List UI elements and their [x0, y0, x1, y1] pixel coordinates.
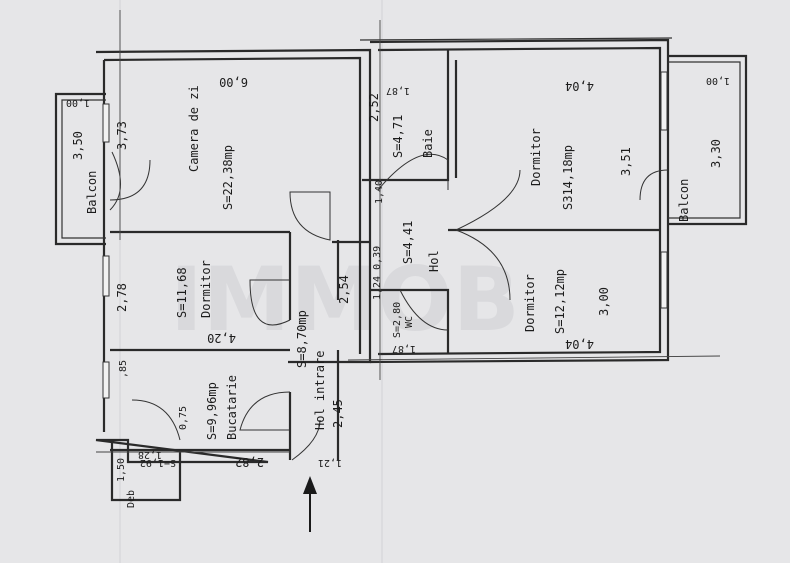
- dim-label: 1,24 0,39: [372, 246, 383, 300]
- dim-label: 1,21: [318, 457, 342, 468]
- room-area-hol-intrare: S=8,70mp: [295, 310, 309, 368]
- room-area-camera: S=22,38mp: [221, 145, 235, 210]
- dim-label: 3,30: [709, 139, 723, 168]
- room-area-dormitor-top-right: S314,18mp: [561, 145, 575, 210]
- dim-label: 2,54: [337, 275, 351, 304]
- dim-label: 1,87: [392, 343, 416, 354]
- window: [660, 71, 668, 131]
- balcon-right: [668, 54, 748, 226]
- room-area-baie: S=4,71: [391, 115, 405, 158]
- dim-label: 1,50: [116, 458, 127, 482]
- room-name-wc: WC: [404, 316, 415, 328]
- room-area-hol: S=4,41: [401, 221, 415, 264]
- room-area-dormitor-bottom-right: S=12,12mp: [553, 269, 567, 334]
- door-swing: [239, 391, 291, 431]
- room-name-hol-intrare: Hol intrare: [313, 351, 327, 430]
- dim-label: 3,50: [71, 131, 85, 160]
- dim-label: 2,78: [115, 283, 129, 312]
- dim-label: 2,82: [235, 455, 264, 469]
- room-name-dormitor-top-right: Dormitor: [529, 128, 543, 186]
- dim-label: 1,00: [706, 75, 730, 86]
- dim-label: 3,51: [619, 147, 633, 176]
- room-name-baie: Baie: [421, 129, 435, 158]
- room-name-hol: Hol: [427, 250, 441, 272]
- dim-label: 4,04: [565, 79, 594, 93]
- window: [102, 255, 110, 297]
- door-swing: [249, 279, 291, 326]
- room-area-dormitor-left: S=11,68: [175, 267, 189, 318]
- balcon-left-label: Balcon: [85, 171, 99, 214]
- window: [102, 103, 110, 143]
- wall-hol: [332, 228, 660, 244]
- dim-label: 1,40: [374, 180, 385, 204]
- door-swing: [639, 169, 669, 201]
- dim-label: 4,20: [207, 331, 236, 345]
- window: [102, 361, 110, 399]
- dim-label: 6,00: [219, 75, 248, 89]
- outer-wall-left-block: [95, 48, 372, 464]
- debara: [110, 440, 182, 502]
- dim-label: 2,45: [331, 399, 345, 428]
- room-name-dormitor-bottom-right: Dormitor: [523, 274, 537, 332]
- dim-label: 2,52: [367, 93, 381, 122]
- dim-label: 1,87: [386, 85, 410, 96]
- room-name-camera: Camera de zi: [187, 85, 201, 172]
- door-swing: [377, 153, 449, 191]
- balcon-left: [54, 92, 106, 246]
- dim-label: ,85: [118, 360, 129, 378]
- door-swing: [455, 169, 521, 231]
- dim-label: 1,00: [66, 97, 90, 108]
- door-swing: [291, 419, 321, 461]
- room-area-wc: S=2,80: [392, 302, 403, 338]
- dim-label: S=1,92: [140, 457, 176, 468]
- watermark: IMMOB: [170, 248, 520, 351]
- room-name-bucatarie: Bucatarie: [225, 375, 239, 440]
- door-swing: [131, 399, 181, 441]
- entrance-arrow-icon: [303, 476, 317, 494]
- balcon-right-inner: [668, 61, 741, 219]
- door-swing: [455, 229, 511, 301]
- outer-wall-right-block-inner: [377, 46, 662, 356]
- dim-label: 0,75: [178, 406, 189, 430]
- door-swing: [399, 289, 449, 331]
- dim-label: 3,73: [115, 121, 129, 150]
- wall-wc: [370, 288, 450, 354]
- top-edge: [359, 37, 673, 41]
- outer-wall-right-block: [369, 38, 670, 364]
- dim-label: 1,28: [138, 449, 162, 460]
- door-swing: [289, 191, 331, 241]
- balcon-left-inner: [61, 99, 106, 239]
- dim-label: 3,00: [597, 287, 611, 316]
- dimension-line: [347, 355, 721, 361]
- room-area-bucatarie: S=9,96mp: [205, 382, 219, 440]
- balcon-right-label: Balcon: [677, 179, 691, 222]
- dim-label: 4,04: [565, 337, 594, 351]
- window: [660, 251, 668, 309]
- debara-label: Deb: [126, 490, 137, 508]
- room-name-dormitor-left: Dormitor: [199, 260, 213, 318]
